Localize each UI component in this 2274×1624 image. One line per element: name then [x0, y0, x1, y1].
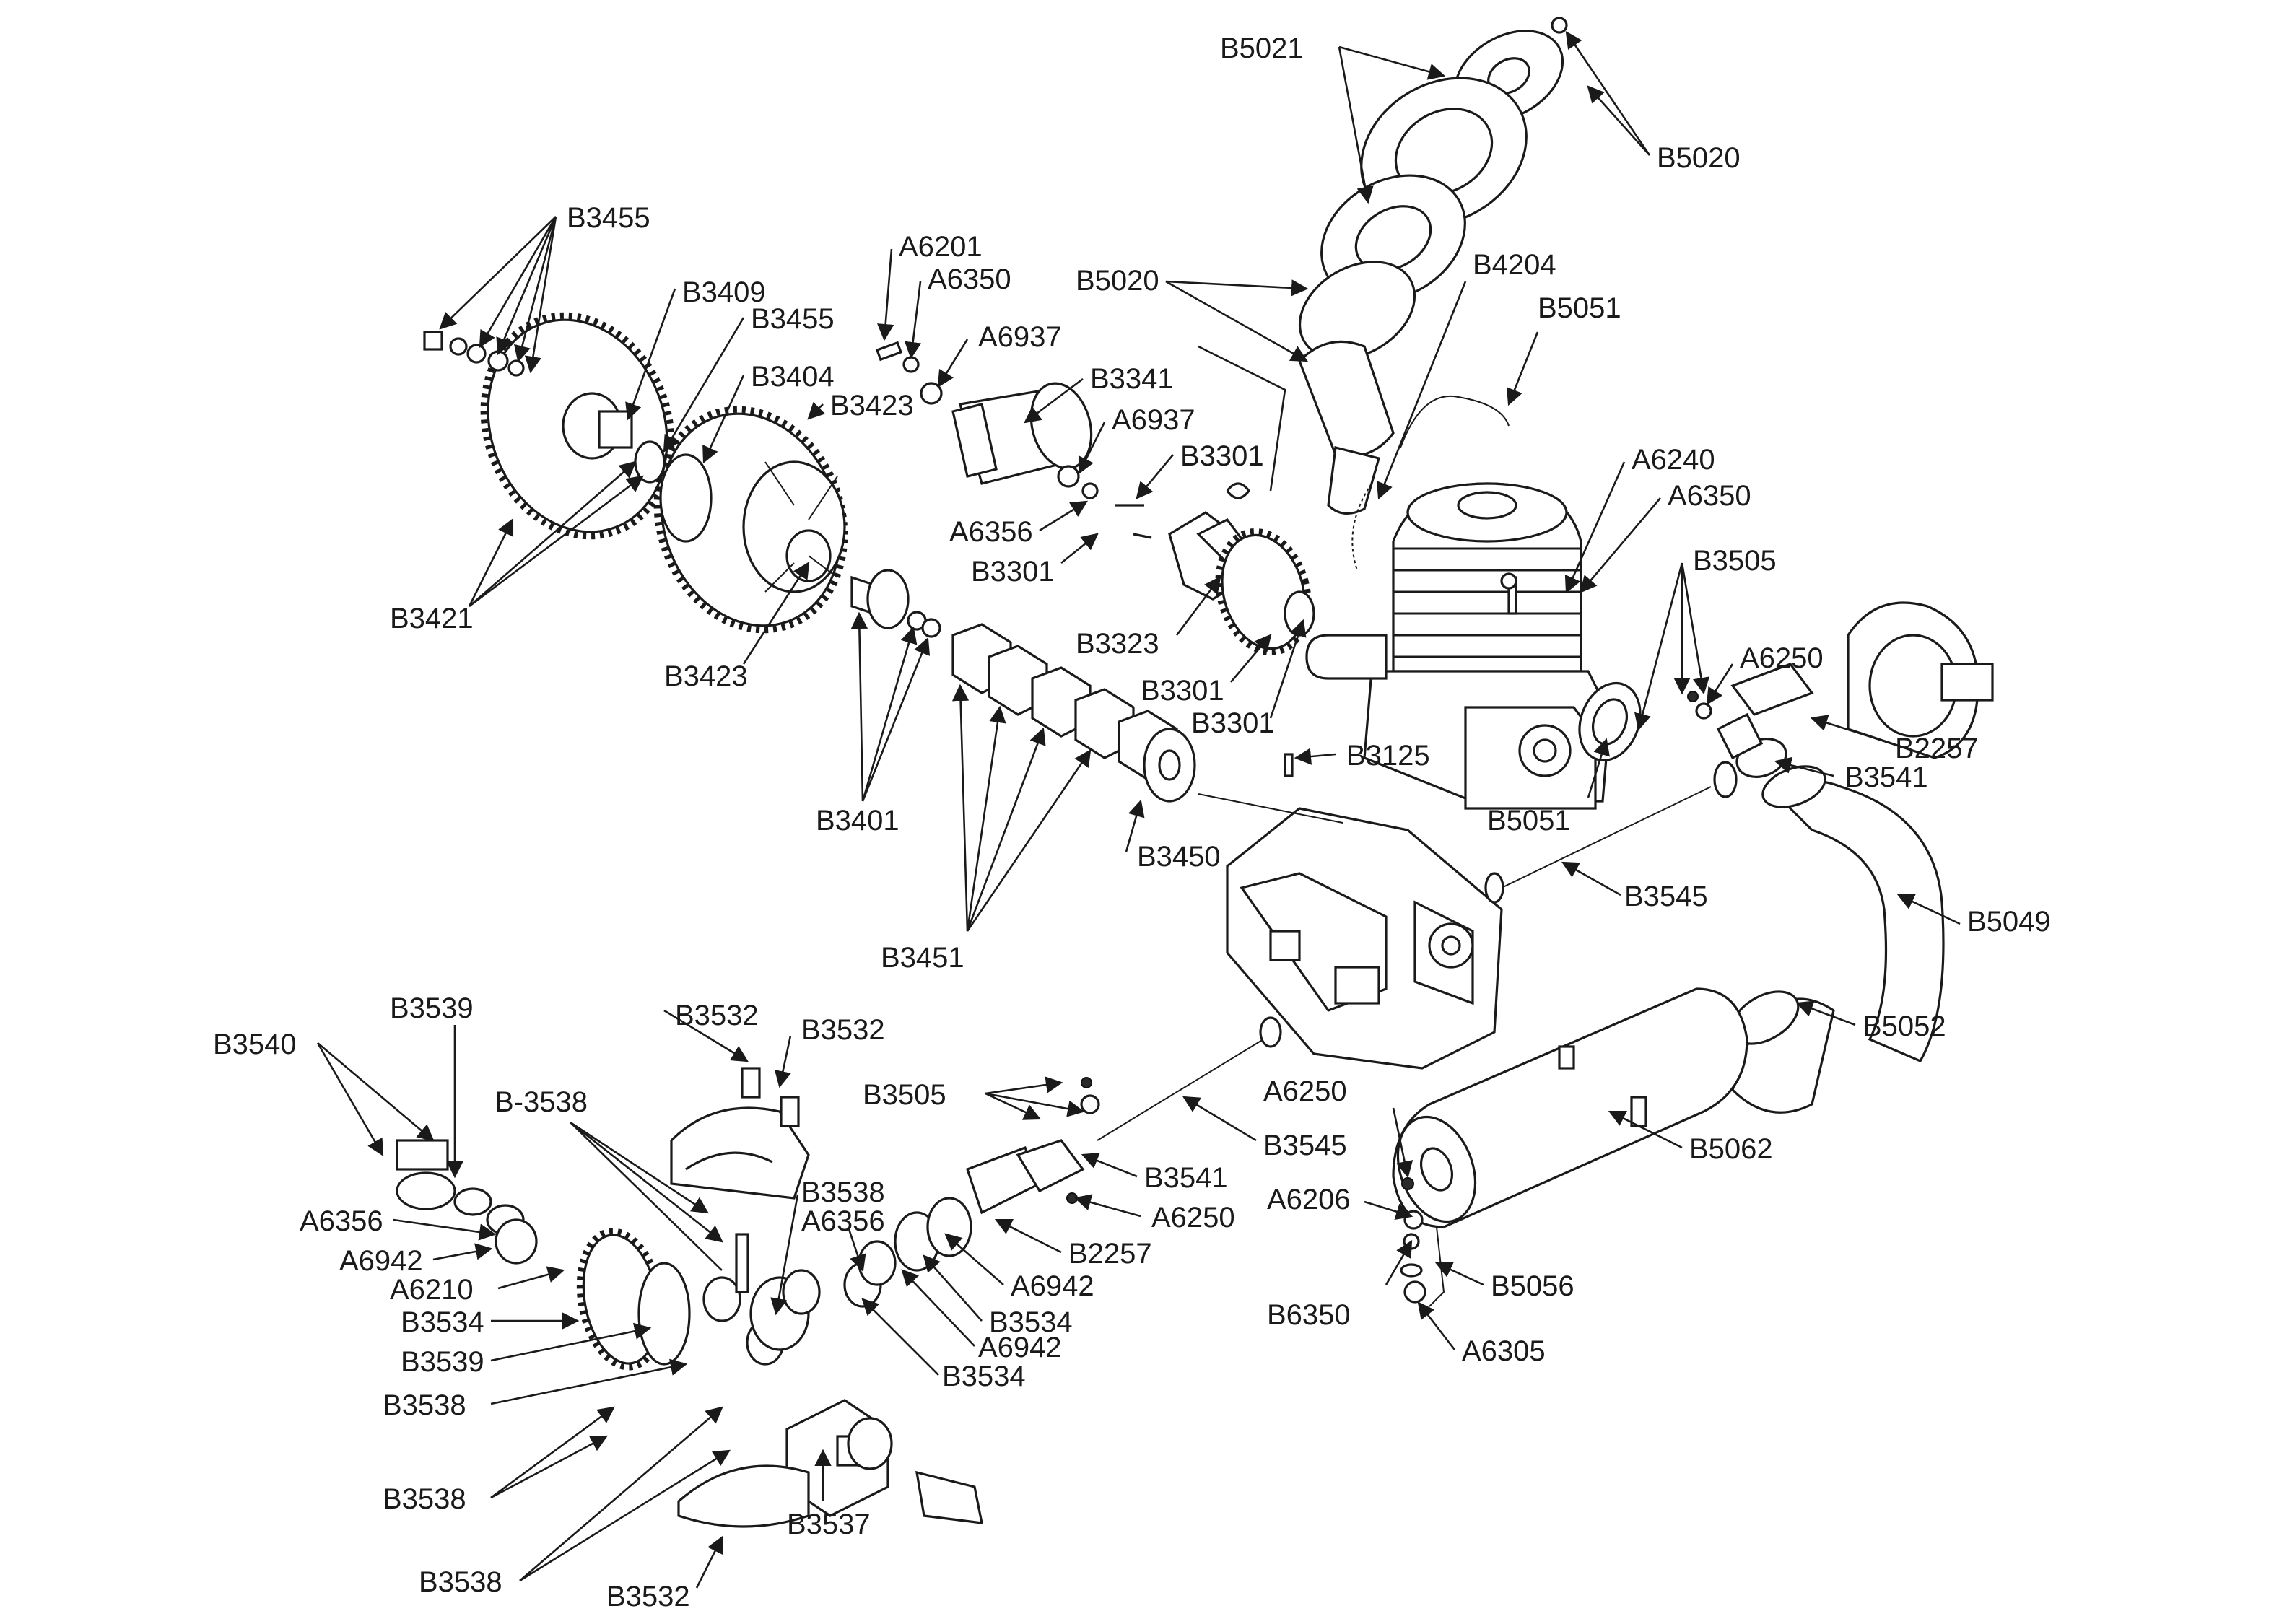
label-b3301-d: B3301	[1191, 707, 1275, 739]
label-b3404: B3404	[751, 361, 835, 393]
label-a6250-bot: A6250	[1151, 1202, 1235, 1234]
label-b3534-c: B3534	[942, 1361, 1026, 1392]
transmission-housing-illustration	[1226, 807, 1503, 1070]
label-b3423-bot: B3423	[664, 660, 748, 692]
front-diff-illustration	[396, 1067, 1085, 1528]
label-a6201: A6201	[899, 231, 983, 263]
label-b5020-top: B5020	[1657, 142, 1741, 174]
rear-diff-illustration	[1716, 601, 1994, 778]
label-a6937-a: A6937	[978, 321, 1062, 353]
label-a6210: A6210	[390, 1274, 474, 1306]
label-b5020-mid: B5020	[1076, 265, 1159, 297]
label-b3538-d: B3538	[419, 1566, 502, 1598]
label-b3539-top: B3539	[390, 992, 474, 1024]
leader-lines	[316, 31, 1961, 1589]
label-b6350: B6350	[1267, 1299, 1351, 1331]
label-b3532-b: B3532	[801, 1014, 885, 1046]
hardware-cluster-left	[423, 331, 666, 484]
label-b2257-top: B2257	[1895, 733, 1979, 764]
label-b3450: B3450	[1137, 841, 1221, 873]
label-b5062: B5062	[1689, 1133, 1773, 1165]
label-b3505-bot: B3505	[863, 1079, 946, 1111]
label-b3541-bot: B3541	[1144, 1162, 1228, 1194]
drive-shafts-illustration	[1097, 761, 1738, 1141]
label-b3341: B3341	[1090, 363, 1174, 395]
label-b3455-mid: B3455	[751, 303, 835, 335]
part-labels: B5021 B5020 B5020 B4204 B5051 B3455 B340…	[213, 32, 2051, 1612]
label-b3537: B3537	[787, 1509, 871, 1540]
label-b2257-bot: B2257	[1068, 1238, 1152, 1270]
label-b3505-top: B3505	[1693, 545, 1777, 577]
label-b3532-c: B3532	[606, 1581, 690, 1612]
muffler-illustration	[1392, 987, 1748, 1228]
label-b-3538: B-3538	[495, 1086, 588, 1118]
fuel-line-spring-illustration	[1400, 395, 1510, 448]
label-b4204: B4204	[1473, 249, 1556, 281]
label-b3541-top: B3541	[1844, 761, 1928, 793]
label-a6942-a: A6942	[339, 1245, 423, 1277]
label-a6356-top: A6356	[949, 516, 1033, 548]
part-illustrations	[396, 17, 1994, 1528]
label-b3125: B3125	[1346, 740, 1430, 772]
exhaust-header-illustration	[1730, 765, 1945, 1114]
label-b5051-top: B5051	[1538, 292, 1621, 324]
label-a6356-b: A6356	[801, 1205, 885, 1237]
label-b3301-a: B3301	[1180, 440, 1264, 472]
label-b5056: B5056	[1491, 1270, 1574, 1302]
label-b3539-bot: B3539	[401, 1346, 484, 1378]
label-a6250-top: A6250	[1740, 642, 1824, 674]
label-b3538-b: B3538	[383, 1389, 466, 1421]
label-b3301-c: B3301	[1141, 675, 1224, 707]
clutch-bell-illustration	[875, 341, 1099, 499]
label-b3534-b: B3534	[989, 1306, 1073, 1338]
air-filter-illustration	[1298, 17, 1568, 515]
label-a6356-a: A6356	[300, 1205, 383, 1237]
label-a6250-mid: A6250	[1263, 1075, 1347, 1107]
label-b3409: B3409	[682, 276, 766, 308]
slipper-plates-illustration	[850, 569, 1196, 803]
label-a6350-right: A6350	[1668, 480, 1751, 512]
label-a6305: A6305	[1462, 1335, 1546, 1367]
label-a6240: A6240	[1632, 444, 1715, 476]
label-a6206: A6206	[1267, 1184, 1351, 1215]
label-b3538-c: B3538	[383, 1483, 466, 1515]
label-b3538-a: B3538	[801, 1176, 885, 1208]
label-b3545-top: B3545	[1624, 881, 1708, 912]
label-a6942-b: A6942	[1011, 1270, 1094, 1302]
label-b3451: B3451	[881, 942, 964, 974]
label-b3421: B3421	[390, 603, 474, 634]
label-b5052: B5052	[1863, 1010, 1946, 1042]
engine-illustration	[1305, 482, 1642, 810]
label-b3540: B3540	[213, 1029, 297, 1060]
label-b3423-top: B3423	[830, 390, 914, 422]
label-b5049: B5049	[1967, 906, 2051, 938]
label-b3323: B3323	[1076, 628, 1159, 660]
label-b5021: B5021	[1220, 32, 1304, 64]
label-a6350-top: A6350	[928, 263, 1011, 295]
label-a6942-c: A6942	[978, 1332, 1062, 1363]
label-a6937-b: A6937	[1112, 404, 1195, 436]
label-b3401: B3401	[816, 805, 899, 837]
label-b3301-b: B3301	[971, 556, 1055, 588]
label-b3532-a: B3532	[675, 1000, 759, 1031]
label-b3545-bot: B3545	[1263, 1130, 1347, 1161]
label-b3455-top: B3455	[567, 202, 650, 234]
label-b5051-bot: B5051	[1487, 805, 1571, 837]
label-b3534-a: B3534	[401, 1306, 484, 1338]
